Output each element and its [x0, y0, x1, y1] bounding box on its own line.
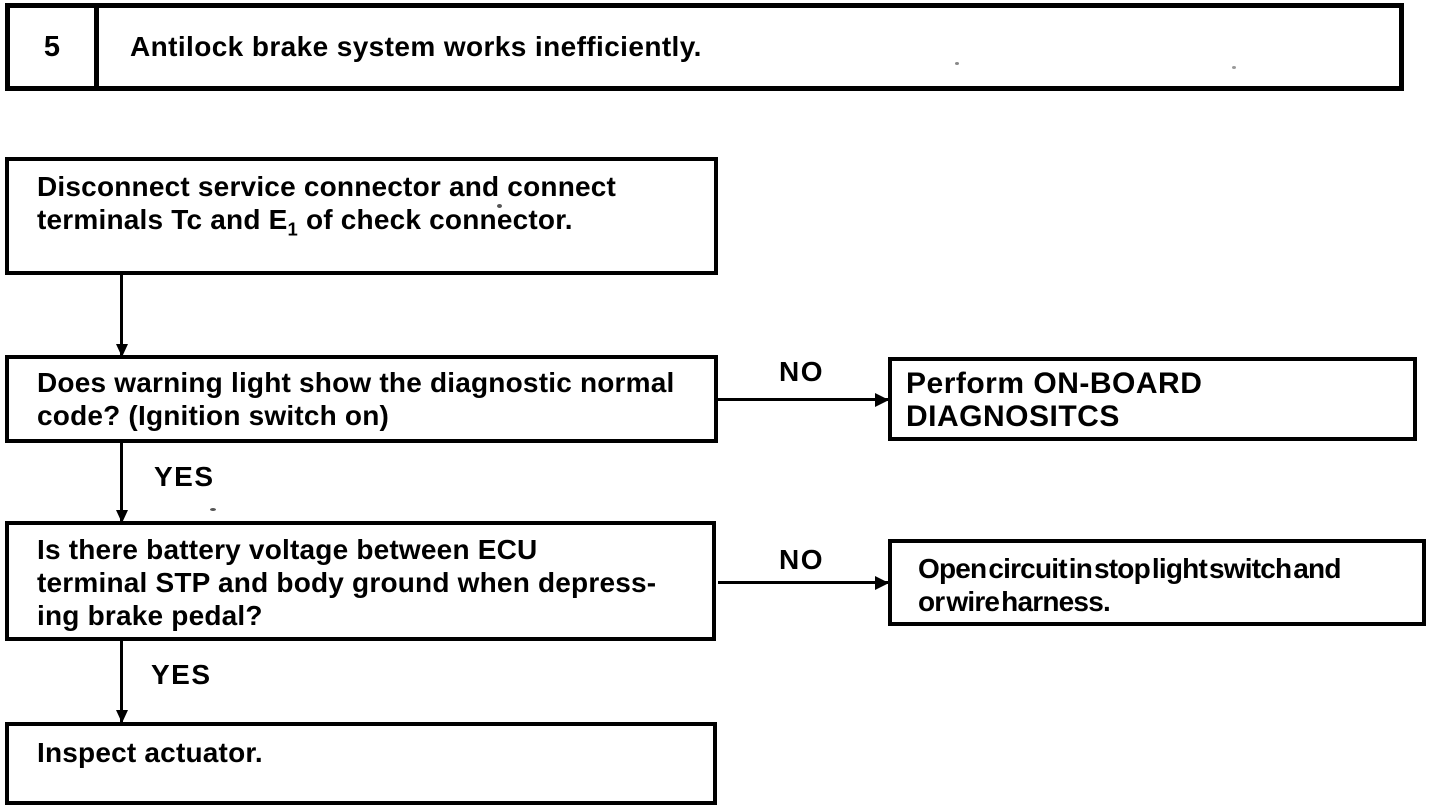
scan-speck: [497, 204, 502, 208]
step-line-post: of check connector.: [297, 204, 573, 235]
arrow-down-connector-1: [115, 275, 128, 357]
step-line: terminal STP and body ground when depres…: [37, 567, 657, 598]
problem-header-box: 5 Antilock brake system works inefficien…: [5, 3, 1404, 91]
step-line: code? (Ignition switch on): [37, 400, 390, 431]
step-line: Does warning light show the diagnostic n…: [37, 367, 675, 398]
arrow-right-connector-1: [718, 392, 889, 407]
result-line: or wire harness.: [918, 586, 1111, 617]
scan-speck: [955, 62, 959, 65]
step-line: Disconnect service connector and connect: [37, 171, 617, 202]
scan-speck: [210, 508, 216, 511]
step-box-disconnect-connector: Disconnect service connector and connect…: [5, 157, 718, 275]
label-yes-1: YES: [154, 461, 215, 492]
problem-title-cell: Antilock brake system works inefficientl…: [99, 8, 1399, 86]
problem-number-cell: 5: [10, 8, 99, 86]
arrow-down-connector-3: [115, 641, 128, 723]
step-box-warning-light-question: Does warning light show the diagnostic n…: [5, 355, 718, 443]
result-line: DIAGNOSITCS: [906, 400, 1120, 433]
step-line: ing brake pedal?: [37, 600, 263, 631]
terminal-subscript: 1: [287, 218, 298, 240]
arrow-down-connector-2: [115, 443, 128, 523]
step-line-pre: terminals Tc and E: [37, 204, 288, 235]
label-no-2: NO: [779, 544, 824, 575]
result-line: Perform ON-BOARD: [906, 367, 1203, 400]
step-box-inspect-actuator: Inspect actuator.: [5, 722, 717, 805]
step-box-battery-voltage-question: Is there battery voltage between ECU ter…: [5, 521, 716, 641]
label-no-1: NO: [779, 356, 824, 387]
step-line: terminals Tc and E1 of check connector.: [37, 203, 708, 238]
result-line: Open circuit in stop light switch and: [918, 553, 1341, 584]
problem-number: 5: [43, 30, 61, 63]
step-line: Inspect actuator.: [37, 737, 263, 768]
scan-speck: [1232, 66, 1236, 69]
arrow-right-connector-2: [718, 575, 889, 590]
result-box-open-circuit: Open circuit in stop light switch and or…: [888, 539, 1426, 626]
result-box-onboard-diagnostics: Perform ON-BOARD DIAGNOSITCS: [888, 357, 1417, 441]
step-line: Is there battery voltage between ECU: [37, 534, 538, 565]
problem-title: Antilock brake system works inefficientl…: [130, 31, 702, 62]
label-yes-2: YES: [151, 659, 212, 690]
